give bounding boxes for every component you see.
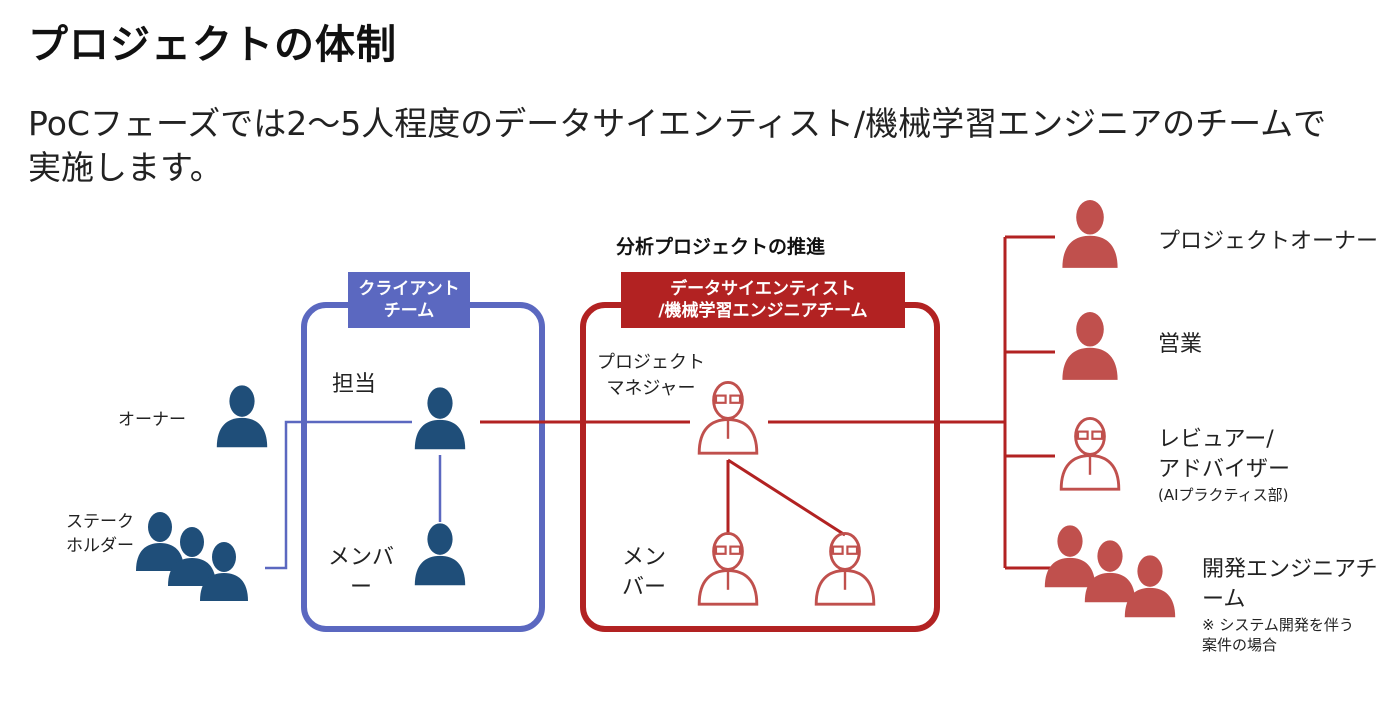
ds-member-label: メン バー (622, 543, 666, 603)
project-owner-label: プロジェクトオーナー (1158, 229, 1379, 254)
owner-person-icon (216, 385, 268, 448)
ds-team-tag-line1: データサイエンティスト (670, 279, 856, 299)
reviewer-label: レビュアー/ アドバイザー (AIプラクティス部) (1158, 425, 1290, 505)
dev-person-icon (1044, 525, 1096, 588)
dev-team-label-line1: 開発エンジニアチ (1202, 557, 1378, 582)
client-member-label-line1: メンバ (328, 545, 395, 570)
stakeholder-label: ステーク ホルダー (66, 510, 134, 558)
owner-label: オーナー (118, 410, 186, 430)
ds-team-tag-bg (621, 272, 905, 328)
client-connectors (265, 420, 442, 570)
ds-member-label-line2: バー (622, 575, 667, 600)
ds-people (697, 380, 876, 606)
client-member-person-icon (414, 523, 466, 586)
dev-team-note-line1: ※ システム開発を伴う (1202, 616, 1354, 634)
reviewer-note: (AIプラクティス部) (1158, 486, 1289, 504)
client-team-tag-line2: チーム (383, 301, 435, 321)
pm-label: プロジェクト マネジャー (597, 350, 705, 402)
stakeholder-label-line1: ステーク (66, 512, 134, 532)
dev-team-label: 開発エンジニアチ ーム ※ システム開発を伴う 案件の場合 (1202, 555, 1378, 655)
client-team-tag: クライアント チーム (348, 272, 470, 328)
project-owner-person-icon (1062, 200, 1118, 268)
ds-member-person-icon (697, 531, 759, 606)
ds-team-tag: データサイエンティスト /機械学習エンジニアチーム (621, 272, 905, 328)
tantou-person-icon (414, 387, 466, 450)
right-people (1044, 200, 1176, 618)
stakeholder-label-line2: ホルダー (66, 536, 134, 556)
pm-label-line2: マネジャー (606, 378, 696, 399)
pm-person-icon (697, 380, 759, 455)
ds-team-tag-line2: /機械学習エンジニアチーム (658, 301, 868, 321)
client-member-label-line2: ー (350, 575, 373, 600)
reviewer-person-icon (1059, 416, 1121, 491)
sales-label: 営業 (1158, 332, 1203, 357)
ds-connectors (480, 235, 1055, 570)
sales-person-icon (1062, 312, 1118, 380)
client-member-label: メンバ ー (328, 543, 394, 603)
page-title: プロジェクトの体制 (28, 22, 397, 68)
ds-member-person-icon (814, 531, 876, 606)
page-subtitle: PoCフェーズでは2～5人程度のデータサイエンティスト/機械学習エンジニアのチー… (28, 104, 1327, 187)
dev-team-label-line2: ーム (1202, 587, 1246, 612)
stakeholder-person-icon (136, 512, 184, 571)
ds-team-header: 分析プロジェクトの推進 (616, 236, 826, 258)
dev-team-note-line2: 案件の場合 (1202, 636, 1278, 654)
pm-label-line1: プロジェクト (597, 352, 705, 373)
client-team-tag-bg (348, 272, 470, 328)
client-team-tag-line1: クライアント (358, 279, 460, 299)
reviewer-label-line1: レビュアー/ (1158, 427, 1274, 452)
ds-member-label-line1: メン (622, 545, 667, 570)
reviewer-label-line2: アドバイザー (1158, 457, 1291, 482)
tantou-label: 担当 (332, 372, 377, 397)
